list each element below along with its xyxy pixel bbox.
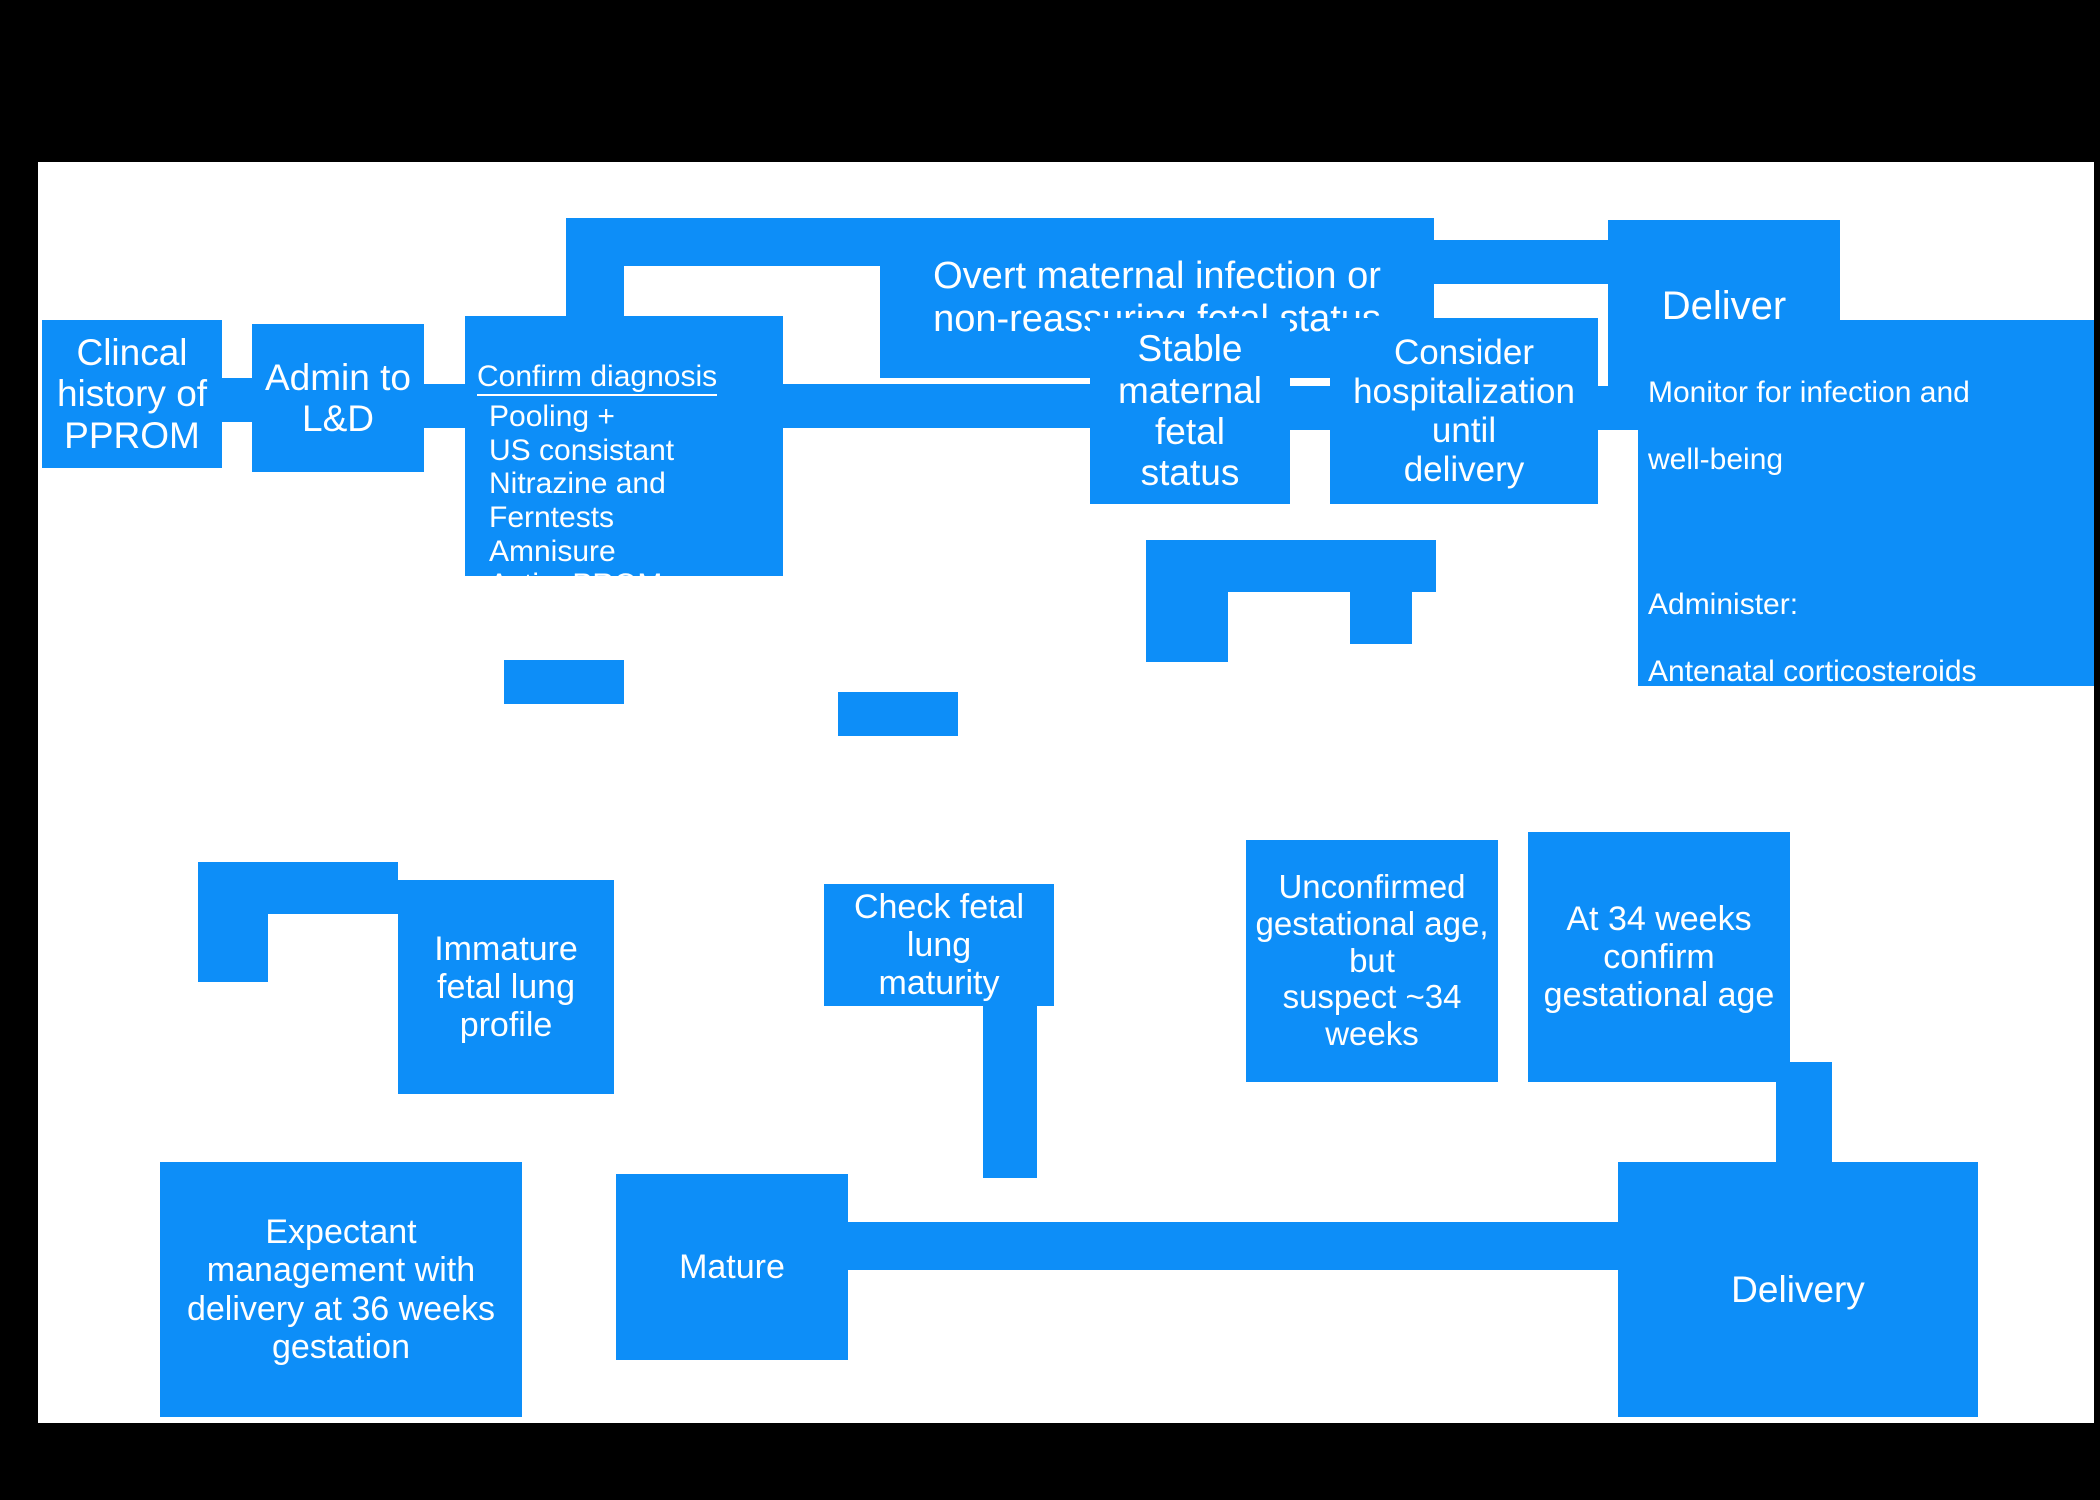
connector-confirm-up-horizontal xyxy=(566,218,896,266)
node-check-fetal-lung-maturity[interactable]: Check fetal lung maturity xyxy=(824,884,1054,1006)
node-immature-fetal-lung-profile[interactable]: Immature fetal lung profile xyxy=(398,880,614,1094)
node-confirm-diagnosis[interactable]: Confirm diagnosis Pooling + US consistan… xyxy=(465,316,783,635)
connector-confirm-to-stable xyxy=(778,384,1098,428)
confirm-diagnosis-heading: Confirm diagnosis xyxy=(477,360,718,397)
administer-items: Antenatal corticosteroids Prophylactic a… xyxy=(1648,654,1977,722)
node-delivery[interactable]: Delivery xyxy=(1618,1162,1978,1417)
connector-unconfirmed-to-check xyxy=(838,692,958,736)
node-unconfirmed-gestational-age[interactable]: Unconfirmed gestational age, but suspect… xyxy=(1246,840,1498,1082)
node-admit-to-ld[interactable]: Admin to L&D xyxy=(252,324,424,472)
connector-monitor-to-at34 xyxy=(1350,582,1412,644)
node-consider-hospitalization[interactable]: Consider hospitalization until delivery xyxy=(1330,318,1598,504)
connector-check-to-immature xyxy=(504,660,624,704)
node-expectant-management[interactable]: Expectant management with delivery at 36… xyxy=(160,1162,522,1417)
administer-heading: Administer: xyxy=(1648,587,1799,621)
node-at-34-weeks[interactable]: At 34 weeks confirm gestational age xyxy=(1528,832,1790,1082)
flowchart-canvas: Clincal history of PPROM Admin to L&D Co… xyxy=(38,162,2094,1423)
connector-check-to-mature xyxy=(983,988,1037,1178)
node-clinical-history[interactable]: Clincal history of PPROM xyxy=(42,320,222,468)
connector-immature-down-step xyxy=(198,862,398,914)
connector-mature-to-delivery xyxy=(758,1222,1638,1270)
node-stable-status[interactable]: Stable maternal fetal status xyxy=(1090,318,1290,504)
node-mature[interactable]: Mature xyxy=(616,1174,848,1360)
confirm-diagnosis-items: Pooling + US consistant Nitrazine and Fe… xyxy=(489,400,675,635)
node-monitor-administer[interactable]: Monitor for infection and well-being Adm… xyxy=(1638,320,2094,721)
monitor-line-1: Monitor for infection and xyxy=(1648,375,1970,409)
monitor-line-2: well-being xyxy=(1648,442,1784,476)
monitor-spacer xyxy=(1648,510,2094,554)
